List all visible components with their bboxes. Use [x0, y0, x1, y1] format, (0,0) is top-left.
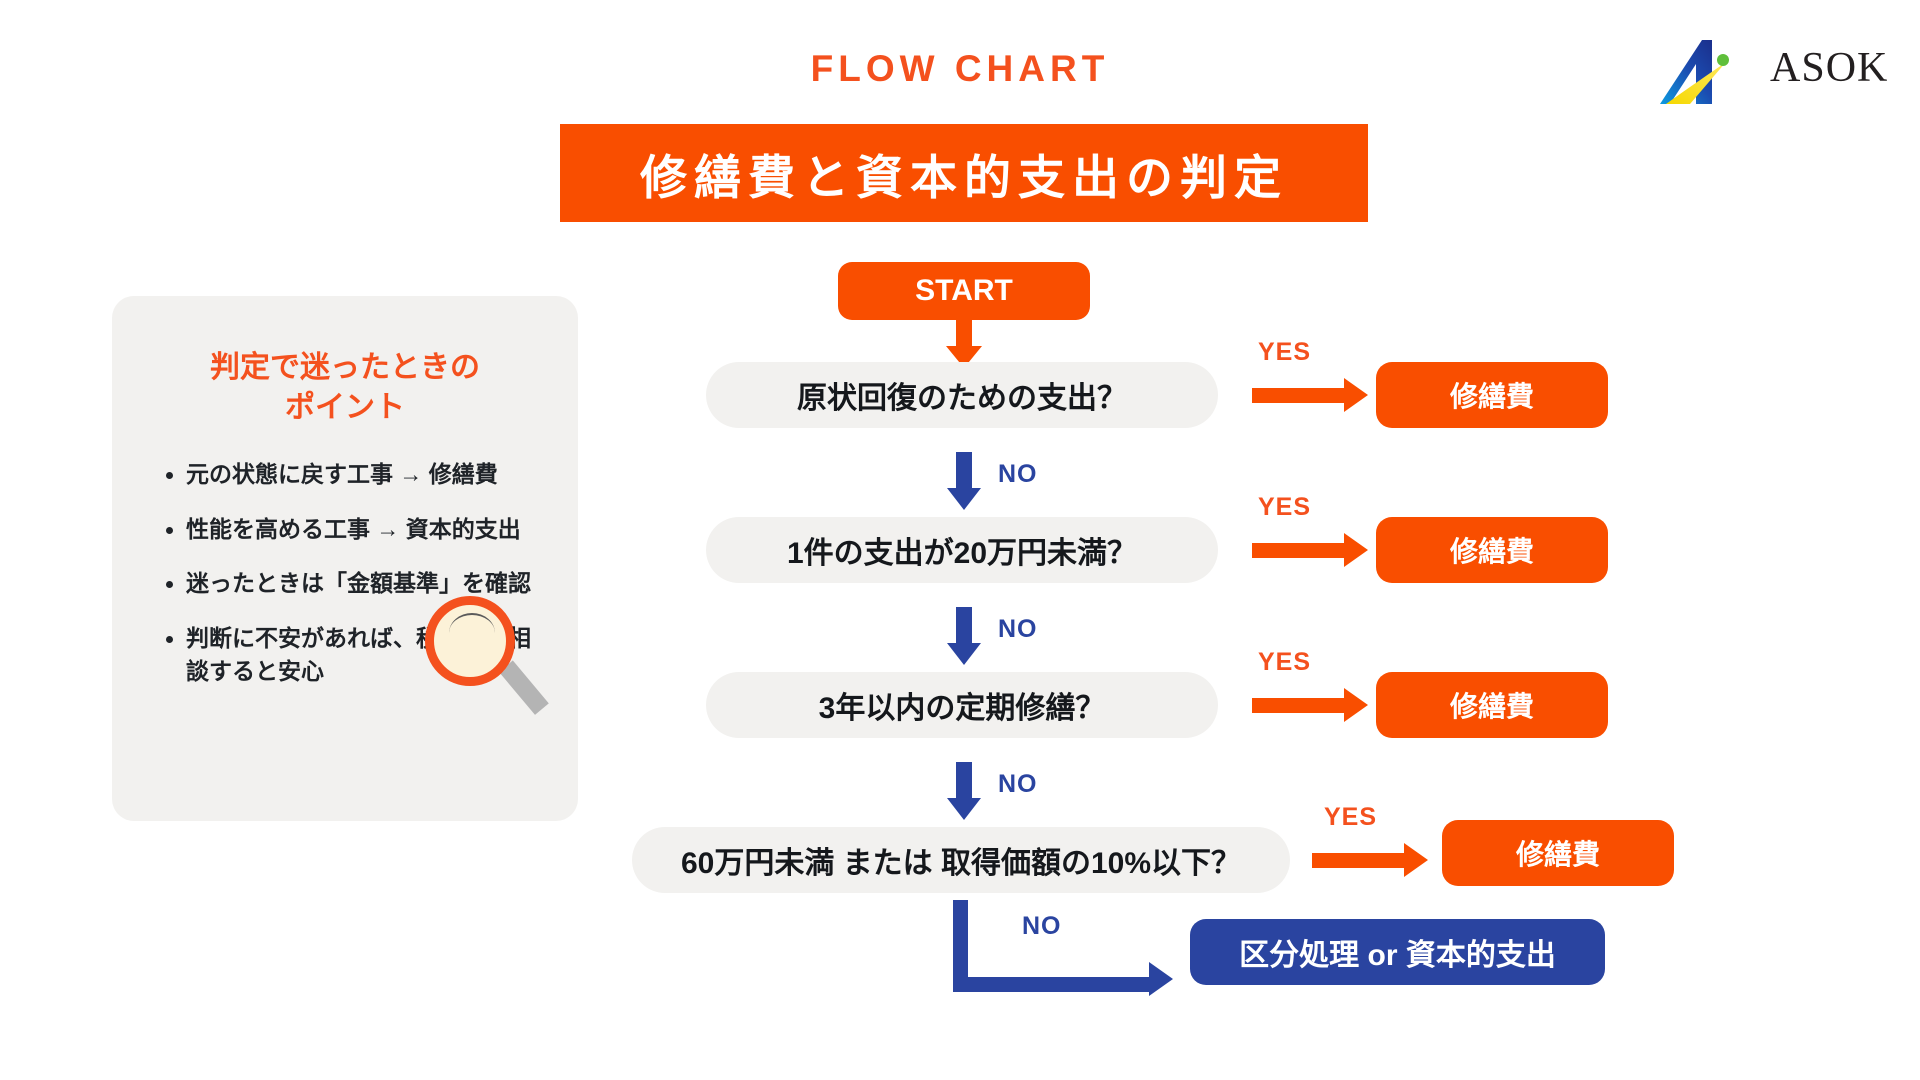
magnifier-handle	[499, 660, 549, 715]
arrow-head	[1344, 378, 1368, 412]
tips-panel: 判定で迷ったときの ポイント 元の状態に戻す工事 → 修繕費 性能を高める工事 …	[112, 296, 578, 821]
arrow-no-2	[947, 607, 981, 667]
list-item: 迷ったときは「金額基準」を確認	[186, 567, 552, 600]
list-item: 元の状態に戻す工事 → 修繕費	[186, 458, 552, 491]
decision-node-1[interactable]: 原状回復のための支出？	[706, 362, 1218, 428]
arrow-yes-2	[1252, 533, 1372, 567]
arrow-vertical-segment	[953, 900, 968, 992]
arrow-yes-1	[1252, 378, 1372, 412]
arrow-stem	[1312, 853, 1408, 868]
asok-logo-mark	[1660, 40, 1729, 104]
arrow-stem	[1252, 543, 1348, 558]
label-yes-2: YES	[1258, 493, 1312, 521]
arrow-yes-4	[1312, 843, 1432, 877]
arrow-no-4	[953, 900, 1183, 996]
arrow-head	[947, 488, 981, 510]
arrow-stem	[956, 762, 972, 800]
arrow-head	[1344, 533, 1368, 567]
arrow-start-to-decision-1	[946, 320, 982, 368]
label-yes-3: YES	[1258, 648, 1312, 676]
tips-panel-title: 判定で迷ったときの ポイント	[112, 348, 578, 427]
label-no-4: NO	[1022, 912, 1062, 940]
tips-title-line2: ポイント	[285, 390, 405, 424]
label-no-1: NO	[998, 460, 1038, 488]
arrow-stem	[956, 607, 972, 645]
tips-title-line1: 判定で迷ったときの	[210, 351, 480, 384]
asok-logo: ASOK	[1660, 38, 1910, 110]
arrow-head	[947, 643, 981, 665]
result-node-1[interactable]: 修繕費	[1376, 362, 1608, 428]
arrow-yes-3	[1252, 688, 1372, 722]
label-yes-4: YES	[1324, 803, 1378, 831]
magnifier-lens	[425, 596, 515, 686]
arrow-head	[1149, 962, 1173, 996]
result-node-3[interactable]: 修繕費	[1376, 672, 1608, 738]
title-banner: 修繕費と資本的支出の判定	[560, 124, 1368, 222]
arrow-head	[947, 798, 981, 820]
arrow-no-1	[947, 452, 981, 512]
label-no-2: NO	[998, 615, 1038, 643]
list-item: 性能を高める工事 → 資本的支出	[186, 513, 552, 546]
arrow-no-3	[947, 762, 981, 822]
result-node-2[interactable]: 修繕費	[1376, 517, 1608, 583]
arrow-stem	[1252, 388, 1348, 403]
decision-node-4[interactable]: 60万円未満 または 取得価額の10%以下？	[632, 827, 1290, 893]
arrow-stem	[956, 452, 972, 490]
decision-node-3[interactable]: 3年以内の定期修繕？	[706, 672, 1218, 738]
arrow-stem	[1252, 698, 1348, 713]
asok-wordmark: ASOK	[1770, 45, 1889, 91]
arrow-head	[1404, 843, 1428, 877]
label-yes-1: YES	[1258, 338, 1312, 366]
arrow-horizontal-segment	[953, 977, 1153, 992]
flow-chart-kicker: FLOW CHART	[810, 48, 1110, 89]
flow-start-node[interactable]: START	[838, 262, 1090, 320]
result-node-4[interactable]: 修繕費	[1442, 820, 1674, 886]
arrow-head	[1344, 688, 1368, 722]
arrow-stem	[956, 320, 972, 348]
page-title: 修繕費と資本的支出の判定	[640, 150, 1288, 204]
decision-node-2[interactable]: 1件の支出が20万円未満？	[706, 517, 1218, 583]
result-node-final[interactable]: 区分処理 or 資本的支出	[1190, 919, 1605, 985]
magnifying-glass-icon	[425, 596, 555, 731]
label-no-3: NO	[998, 770, 1038, 798]
magnifier-glint	[449, 613, 495, 633]
